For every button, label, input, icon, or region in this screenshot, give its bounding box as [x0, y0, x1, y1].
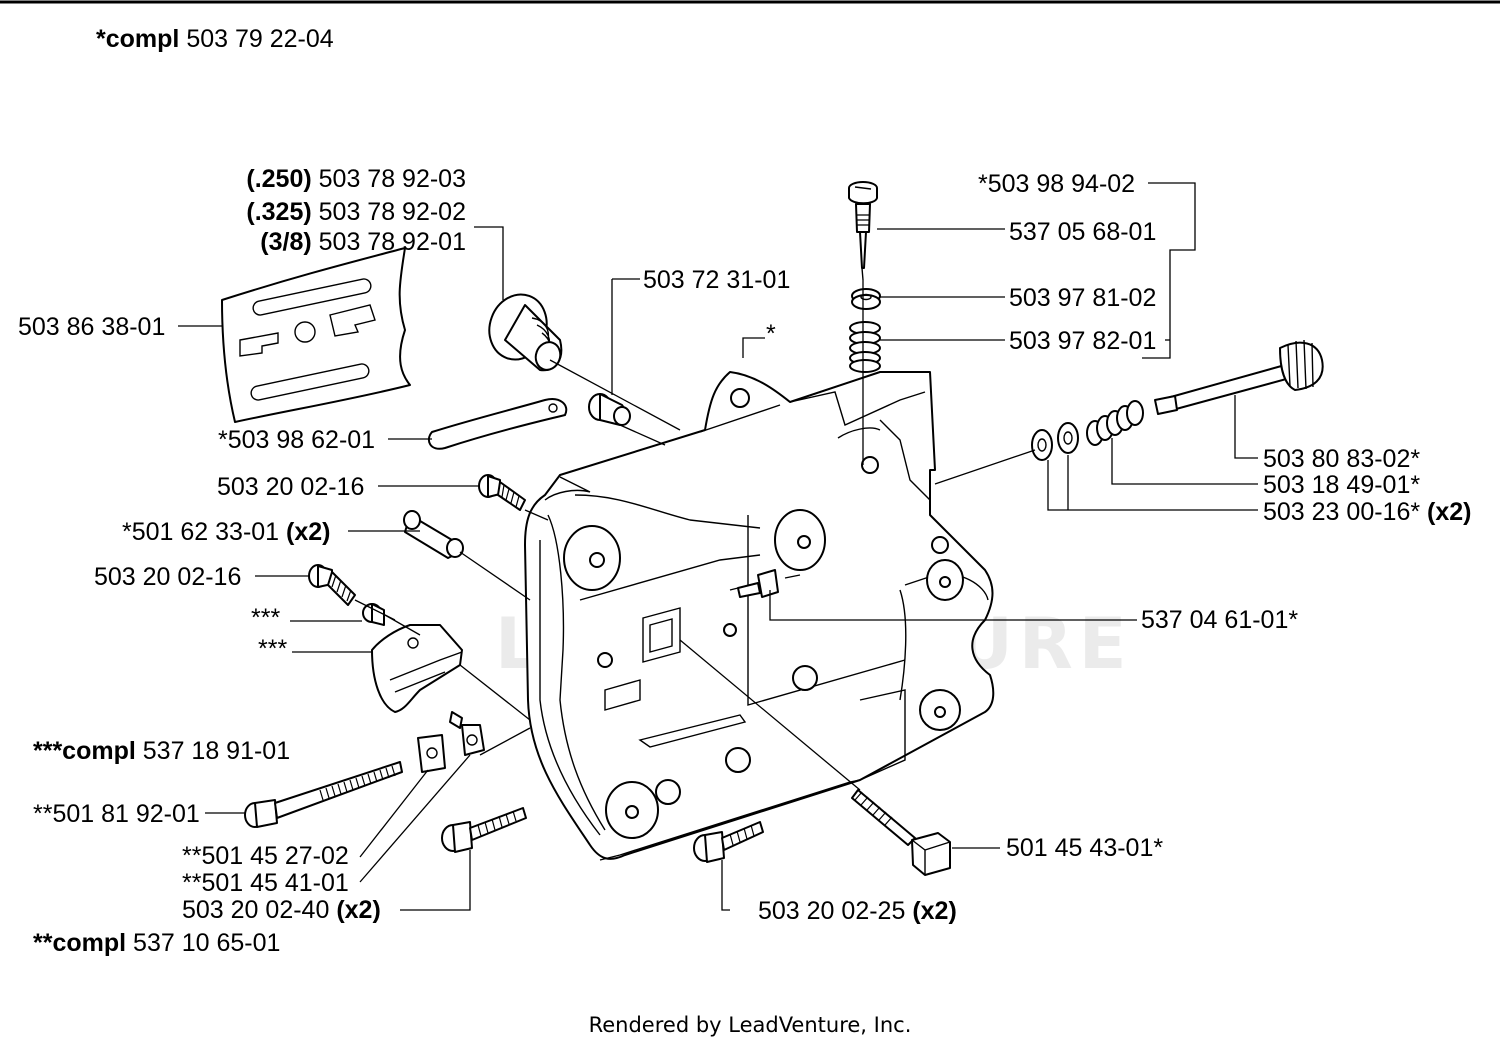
label-screw-mid: 503 20 02-16 [94, 563, 241, 591]
label-compl-double: **compl 537 10 65-01 [33, 929, 280, 957]
small-washer [362, 603, 385, 626]
label-spring-82: 503 97 82-01 [1009, 327, 1156, 355]
needle-valve [848, 181, 878, 281]
adjuster-shaft [1154, 339, 1324, 415]
label-screw-40: 503 20 02-40 (x2) [182, 896, 381, 924]
screw-top [478, 474, 526, 511]
label-star: * [766, 320, 776, 348]
label-bracket-61: 537 04 61-01* [1141, 606, 1298, 634]
screw-40 [441, 807, 527, 853]
part-labels: *compl 503 79 22-04 (.250) 503 78 92-03 … [18, 25, 1472, 957]
label-bar-325: (.325) 503 78 92-02 [246, 198, 466, 226]
adjuster-bolt [851, 789, 951, 876]
label-compl-triple: ***compl 537 18 91-01 [33, 737, 290, 765]
label-triple-1: *** [251, 604, 280, 632]
small-bracket [729, 569, 779, 598]
bar-plate [221, 247, 411, 423]
chain-strip [427, 398, 568, 450]
label-screw-25: 503 20 02-25 (x2) [758, 897, 957, 925]
label-nut-41: **501 45 41-01 [182, 869, 349, 897]
tensioner-bracket [371, 624, 463, 713]
title-label: *compl 503 79 22-04 [96, 25, 334, 53]
valve-washer [851, 288, 881, 310]
label-washer-81: 503 97 81-02 [1009, 284, 1156, 312]
shaft-spring [1086, 400, 1144, 446]
label-spring-49: 503 18 49-01* [1263, 471, 1420, 499]
label-bolt-long: **501 81 92-01 [33, 800, 200, 828]
sleeve [403, 510, 464, 559]
label-washer-00: 503 23 00-16* (x2) [1263, 498, 1472, 526]
bar-adjuster-plug [488, 293, 563, 372]
label-plate: 503 86 38-01 [18, 313, 165, 341]
clutch-cover-housing [524, 371, 995, 861]
valve-spring [849, 321, 881, 373]
label-nut-27: **501 45 27-02 [182, 842, 349, 870]
label-group-94: *503 98 94-02 [978, 170, 1135, 198]
label-screw-top: 503 20 02-16 [217, 473, 364, 501]
screw-mid [308, 564, 356, 606]
screw-25 [693, 821, 764, 863]
label-sleeve: *501 62 33-01 (x2) [122, 518, 331, 546]
footer-credit: Rendered by LeadVenture, Inc. [589, 1013, 912, 1037]
label-shaft: 503 80 83-02* [1263, 445, 1420, 473]
label-strip: *503 98 62-01 [218, 426, 375, 454]
shaft-washers [1031, 422, 1079, 461]
label-triple-2: *** [258, 635, 287, 663]
tension-nut [449, 711, 485, 756]
label-bar-250: (.250) 503 78 92-03 [246, 165, 466, 193]
tension-bolt [244, 761, 403, 828]
label-pin: 503 72 31-01 [643, 266, 790, 294]
label-bolt-43: 501 45 43-01* [1006, 834, 1163, 862]
pin [588, 393, 631, 426]
label-bar-38: (3/8) 503 78 92-01 [260, 228, 466, 256]
square-nut [417, 734, 446, 773]
label-needle: 537 05 68-01 [1009, 218, 1156, 246]
leader-lines [178, 182, 1258, 911]
